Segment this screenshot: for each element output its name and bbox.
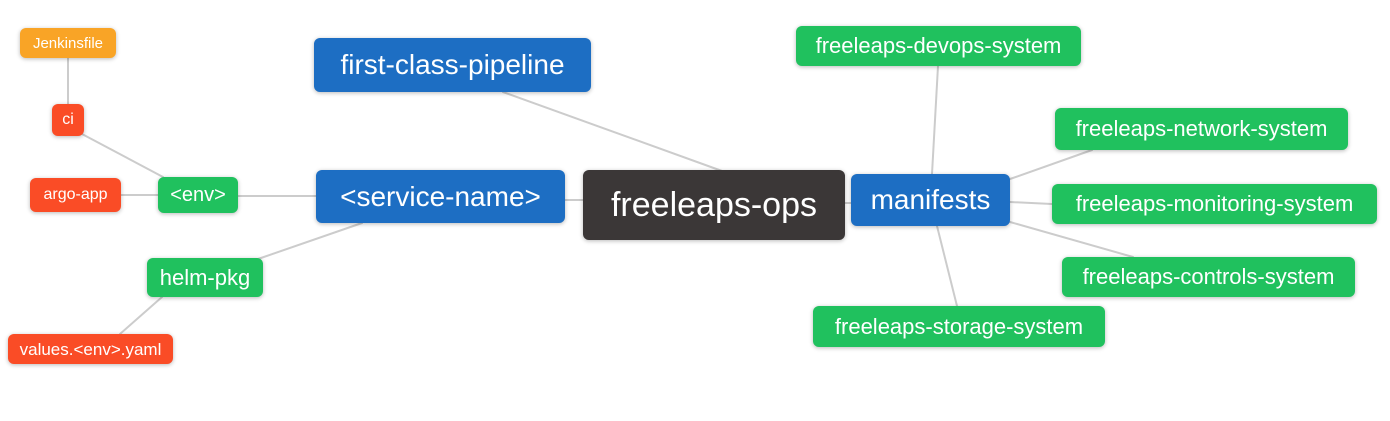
edge-manifests-freeleaps-devops-system — [931, 65, 939, 175]
edge-first-class-pipeline-freeleaps-ops — [502, 91, 723, 172]
edge-manifests-freeleaps-storage-system — [936, 225, 958, 307]
node-freeleaps-monitoring-system[interactable]: freeleaps-monitoring-system — [1052, 184, 1377, 224]
node-helm-pkg[interactable]: helm-pkg — [147, 258, 263, 297]
node-ci[interactable]: ci — [52, 104, 84, 136]
edge-manifests-freeleaps-controls-system — [1009, 221, 1134, 258]
node-freeleaps-network-system[interactable]: freeleaps-network-system — [1055, 108, 1348, 150]
node-argo-app[interactable]: argo-app — [30, 178, 121, 212]
node-env[interactable]: <env> — [158, 177, 238, 213]
node-freeleaps-ops[interactable]: freeleaps-ops — [583, 170, 845, 240]
node-freeleaps-devops-system[interactable]: freeleaps-devops-system — [796, 26, 1081, 66]
node-first-class-pipeline[interactable]: first-class-pipeline — [314, 38, 591, 92]
edge-ci-env — [81, 133, 164, 178]
node-manifests[interactable]: manifests — [851, 174, 1010, 226]
node-freeleaps-storage-system[interactable]: freeleaps-storage-system — [813, 306, 1105, 347]
edge-helm-pkg-service-name — [257, 222, 363, 260]
edge-values-env-yaml-helm-pkg — [119, 296, 163, 335]
node-jenkinsfile[interactable]: Jenkinsfile — [20, 28, 116, 58]
edge-manifests-freeleaps-monitoring-system — [1009, 201, 1053, 205]
node-values-env-yaml[interactable]: values.<env>.yaml — [8, 334, 173, 364]
node-service-name[interactable]: <service-name> — [316, 170, 565, 223]
edge-manifests-freeleaps-network-system — [1009, 149, 1093, 180]
node-freeleaps-controls-system[interactable]: freeleaps-controls-system — [1062, 257, 1355, 297]
